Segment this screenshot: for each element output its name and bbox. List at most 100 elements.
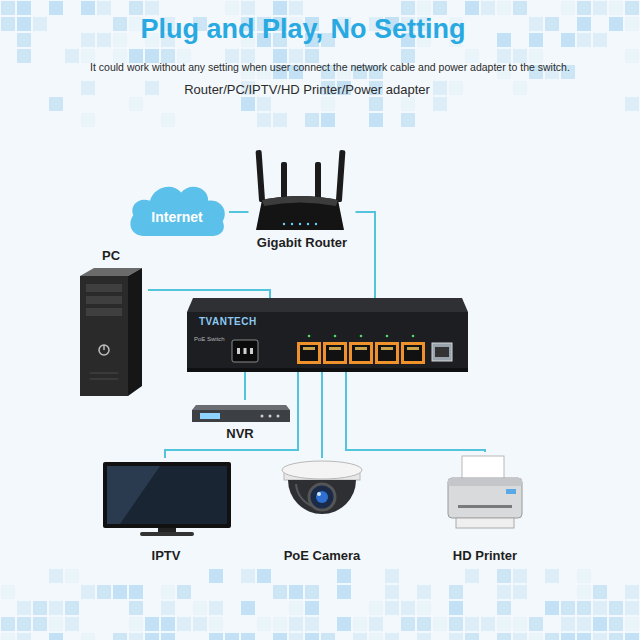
rj45-port (401, 342, 425, 364)
mosaic-tile (241, 49, 255, 63)
power-socket-pin (244, 348, 247, 354)
mosaic-tile (577, 633, 591, 640)
rj45-port (297, 342, 321, 364)
camera-glint (317, 492, 321, 496)
mosaic-tile (129, 585, 143, 599)
mosaic-tile (177, 585, 191, 599)
mosaic-tile (369, 113, 383, 127)
mosaic-tile (465, 569, 479, 583)
mosaic-tile (497, 569, 511, 583)
mosaic-tile (257, 113, 271, 127)
nvr-front (192, 410, 290, 422)
mosaic-tile (129, 97, 143, 111)
mosaic-tile (417, 633, 431, 640)
tv-reflection (107, 466, 160, 524)
status-led (412, 335, 415, 338)
camera-base (282, 461, 362, 479)
mosaic-tile (433, 97, 447, 111)
mosaic-tile (209, 633, 223, 640)
mosaic-tile (49, 601, 63, 615)
mosaic-tile (305, 49, 319, 63)
mosaic-tile (369, 97, 383, 111)
tv-icon (103, 462, 231, 536)
power-socket-pin (250, 348, 253, 354)
pc-bay (86, 308, 122, 316)
mosaic-tile (561, 601, 575, 615)
mosaic-tile (625, 17, 639, 31)
status-led (386, 335, 389, 338)
router-led (315, 223, 317, 225)
node-label: HD Printer (453, 548, 517, 563)
mosaic-tile (609, 1, 623, 15)
mosaic-tile (113, 585, 127, 599)
mosaic-tile (161, 633, 175, 640)
connector-line (244, 372, 246, 400)
pc-vent (90, 372, 118, 374)
switch-front (187, 312, 468, 372)
camera-lens (309, 484, 335, 510)
rj45-pins (355, 347, 367, 350)
router-body (256, 196, 344, 230)
connector-line (165, 372, 298, 458)
status-led (360, 335, 363, 338)
mosaic-tile (129, 601, 143, 615)
mosaic-tile (593, 1, 607, 15)
mosaic-tile (321, 113, 335, 127)
mosaic-tile (81, 1, 95, 15)
pc-bay (86, 284, 122, 292)
mosaic-tile (305, 633, 319, 640)
node-label: PC (102, 248, 120, 263)
power-socket-pin (237, 348, 240, 354)
power-socket (232, 340, 258, 362)
pc-side (128, 268, 142, 396)
mosaic-tile (417, 601, 431, 615)
switch-node: TVANTECH (187, 298, 468, 372)
router-led (299, 223, 301, 225)
mosaic-tile (529, 33, 543, 47)
mosaic-tile (545, 17, 559, 31)
tv-bezel (103, 462, 231, 528)
note-text: Router/PC/IPTV/HD Printer/Power adapter (160, 82, 454, 97)
mosaic-tile (33, 601, 47, 615)
mosaic-tile (81, 81, 95, 95)
mosaic-tile (65, 617, 79, 631)
camera-icon (282, 461, 362, 514)
mosaic-tile (449, 633, 463, 640)
mosaic-tile (401, 617, 415, 631)
mosaic-tile (193, 617, 207, 631)
mosaic-tile (273, 617, 287, 631)
router-antenna (315, 162, 321, 202)
mosaic-tile (145, 617, 159, 631)
mosaic-tile (49, 617, 63, 631)
rj45-port (352, 345, 370, 361)
mosaic-tile (177, 49, 191, 63)
mosaic-tile (465, 617, 479, 631)
mosaic-tile (241, 601, 255, 615)
device-node: HD Printer (438, 452, 532, 564)
pc-front (80, 276, 128, 396)
nvr-button (277, 415, 280, 418)
connector-line (346, 372, 485, 452)
mosaic-tile (49, 1, 63, 15)
node-label: IPTV (152, 548, 181, 563)
device-node: Gigabit Router (249, 146, 356, 252)
mosaic-tile (465, 49, 479, 63)
mosaic-tile (113, 33, 127, 47)
mosaic-tile (1, 585, 15, 599)
mosaic-tile (289, 617, 303, 631)
mosaic-tile (337, 569, 351, 583)
mosaic-tile (1, 17, 15, 31)
mosaic-tile (593, 33, 607, 47)
mosaic-tile (609, 17, 623, 31)
mosaic-tile (241, 633, 255, 640)
printer-tray (456, 518, 514, 528)
mosaic-tile (97, 585, 111, 599)
mosaic-tile (97, 33, 111, 47)
mosaic-tile (513, 1, 527, 15)
node-label: TVANTECH (199, 316, 257, 327)
mosaic-tile (625, 1, 639, 15)
mosaic-tile (49, 633, 63, 640)
mosaic-tile (1, 617, 15, 631)
status-led (308, 335, 311, 338)
mosaic-tile (129, 617, 143, 631)
